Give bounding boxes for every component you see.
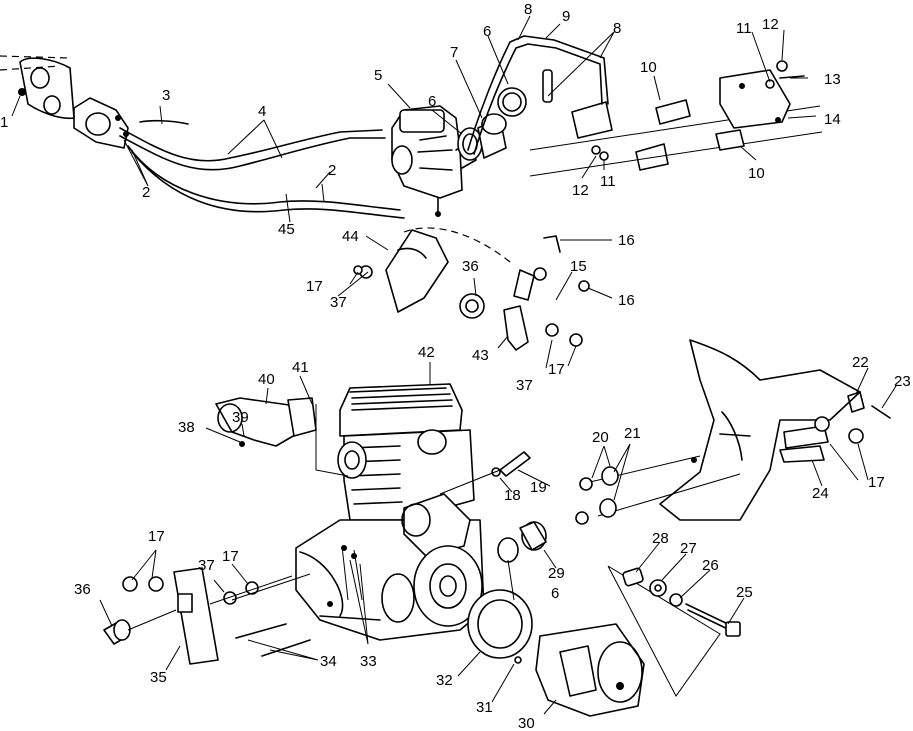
chassis-frame: [659, 339, 891, 521]
callout-16: 16: [618, 292, 635, 309]
callout-17: 17: [306, 278, 323, 295]
callout-15: 15: [570, 258, 587, 275]
callout-37: 37: [198, 557, 215, 574]
callout-6: 6: [428, 93, 436, 110]
callout-2: 2: [142, 184, 150, 201]
callout-7: 7: [450, 44, 458, 61]
callout-37: 37: [516, 377, 533, 394]
callout-39: 39: [232, 409, 249, 426]
callout-24: 24: [812, 485, 829, 502]
callout-11: 11: [736, 20, 752, 37]
callout-17: 17: [148, 528, 165, 545]
callout-33: 33: [360, 653, 377, 670]
exhaust-manifold: [215, 397, 349, 477]
callout-6: 6: [551, 585, 559, 602]
callout-25: 25: [736, 584, 753, 601]
callout-34: 34: [320, 653, 337, 670]
front-mount-bracket: [103, 545, 363, 665]
callout-13: 13: [824, 71, 841, 88]
callout-5: 5: [374, 67, 382, 84]
control-cables: [119, 119, 405, 219]
callout-3: 3: [162, 87, 170, 104]
callout-9: 9: [562, 8, 570, 25]
leader-lines: [11, 15, 897, 715]
callout-44: 44: [342, 228, 359, 245]
callout-36: 36: [74, 581, 91, 598]
callout-28: 28: [652, 530, 669, 547]
callout-17: 17: [222, 548, 239, 565]
callout-10: 10: [748, 165, 765, 182]
callout-4: 4: [258, 103, 266, 120]
callout-14: 14: [824, 111, 841, 128]
callout-8: 8: [524, 1, 532, 18]
callout-17: 17: [868, 474, 885, 491]
callout-43: 43: [472, 347, 489, 364]
callout-45: 45: [278, 221, 295, 238]
callout-18: 18: [504, 487, 521, 504]
callout-12: 12: [572, 182, 589, 199]
callout-42: 42: [418, 344, 435, 361]
callout-29: 29: [548, 565, 565, 582]
callout-31: 31: [476, 699, 493, 716]
clutch-bolt-assembly: [607, 565, 741, 697]
callout-2: 2: [328, 162, 336, 179]
carburetor: [391, 105, 477, 217]
callout-38: 38: [178, 419, 195, 436]
callout-37: 37: [330, 294, 347, 311]
callout-30: 30: [518, 715, 535, 731]
callout-19: 19: [530, 479, 547, 496]
engine-pin: [439, 451, 531, 495]
callout-12: 12: [762, 16, 779, 33]
callout-11: 11: [600, 173, 616, 190]
callout-23: 23: [894, 373, 911, 390]
callout-20: 20: [592, 429, 609, 446]
drive-clutch: [467, 589, 645, 717]
callout-1: 1: [0, 114, 8, 131]
carb-mount-bracket: [529, 60, 823, 177]
callout-26: 26: [702, 557, 719, 574]
rear-engine-mounts: [575, 455, 741, 525]
front-bushing: [497, 521, 547, 563]
callout-10: 10: [640, 59, 657, 76]
callout-17: 17: [548, 361, 565, 378]
callout-21: 21: [624, 425, 641, 442]
callout-40: 40: [258, 371, 275, 388]
callout-27: 27: [680, 540, 697, 557]
callout-8: 8: [613, 20, 621, 37]
callout-6: 6: [483, 23, 491, 40]
callout-22: 22: [852, 354, 869, 371]
engine-block: [295, 383, 485, 641]
upper-mount-bracket: [353, 227, 590, 351]
callout-32: 32: [436, 672, 453, 689]
callout-41: 41: [292, 359, 309, 376]
callout-16: 16: [618, 232, 635, 249]
callout-36: 36: [462, 258, 479, 275]
intake-air-box: [0, 55, 129, 149]
callout-35: 35: [150, 669, 167, 686]
